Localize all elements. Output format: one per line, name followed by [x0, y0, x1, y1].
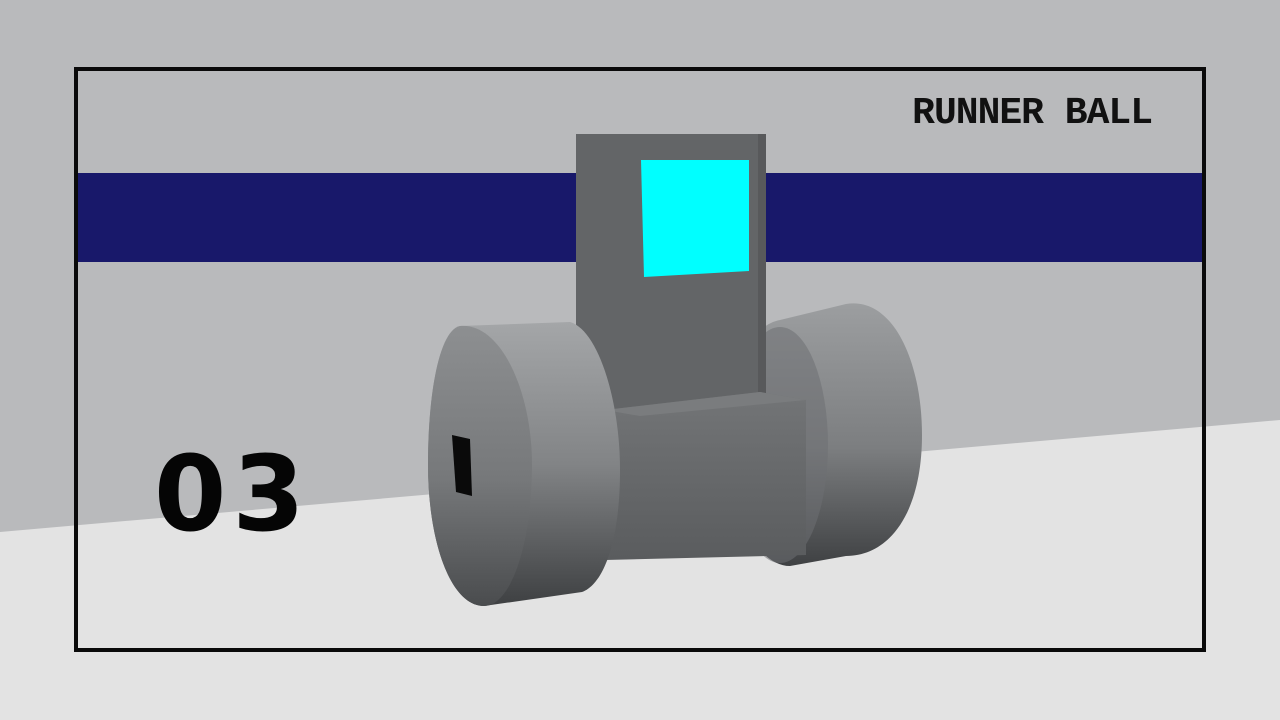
frame-border — [74, 67, 1206, 652]
robot-screen — [641, 160, 749, 277]
game-title: RUNNER BALL — [912, 92, 1153, 135]
robot-axle — [605, 392, 806, 560]
floor — [0, 420, 1280, 720]
level-number: 03 — [154, 433, 311, 555]
wheel-hub — [452, 435, 472, 496]
left-wheel — [428, 322, 620, 606]
